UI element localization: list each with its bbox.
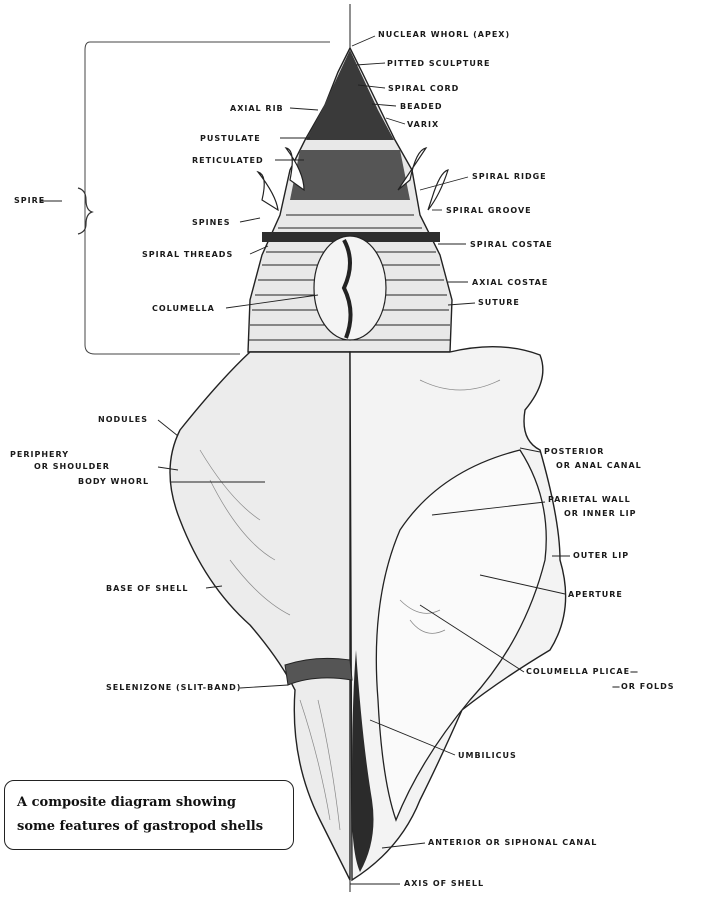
label-axis-of-shell: AXIS OF SHELL [404,879,484,888]
label-posterior-2: OR ANAL CANAL [556,461,642,470]
label-varix: VARIX [407,120,439,129]
label-periphery-1: PERIPHERY [10,450,69,459]
label-columella-plicae-2: —OR FOLDS [612,682,675,691]
reticulate-texture [290,150,410,200]
label-posterior-1: POSTERIOR [544,447,604,456]
label-spines: SPINES [192,218,231,227]
caption-line-1: A composite diagram showing [17,795,236,810]
label-body-whorl: BODY WHORL [78,477,149,486]
label-beaded: BEADED [400,102,443,111]
label-anterior-canal: ANTERIOR OR SIPHONAL CANAL [428,838,597,847]
label-base-of-shell: BASE OF SHELL [106,584,188,593]
label-pitted-sculpture: PITTED SCULPTURE [387,59,491,68]
label-nodules: NODULES [98,415,148,424]
label-nuclear-whorl: NUCLEAR WHORL (APEX) [378,30,510,39]
label-periphery-2: OR SHOULDER [34,462,110,471]
label-suture: SUTURE [478,298,520,307]
label-spiral-threads: SPIRAL THREADS [142,250,233,259]
label-columella-plicae-1: COLUMELLA PLICAE— [526,667,639,676]
label-aperture: APERTURE [568,590,623,599]
label-spiral-groove: SPIRAL GROOVE [446,206,532,215]
label-spiral-ridge: SPIRAL RIDGE [472,172,547,181]
label-axial-rib: AXIAL RIB [230,104,284,113]
label-parietal-1: PARIETAL WALL [548,495,631,504]
label-parietal-2: OR INNER LIP [564,509,636,518]
label-spire: SPIRE [14,196,45,205]
caption-box: A composite diagram showing some feature… [4,780,294,850]
label-pustulate: PUSTULATE [200,134,261,143]
label-spiral-costae: SPIRAL COSTAE [470,240,553,249]
caption-line-2: some features of gastropod shells [17,819,263,834]
label-spiral-cord: SPIRAL CORD [388,84,459,93]
label-selenizone: SELENIZONE (SLIT-BAND) [106,683,241,692]
label-outer-lip: OUTER LIP [573,551,629,560]
label-axial-costae: AXIAL COSTAE [472,278,548,287]
label-umbilicus: UMBILICUS [458,751,517,760]
label-columella: COLUMELLA [152,304,215,313]
label-reticulated: RETICULATED [192,156,264,165]
